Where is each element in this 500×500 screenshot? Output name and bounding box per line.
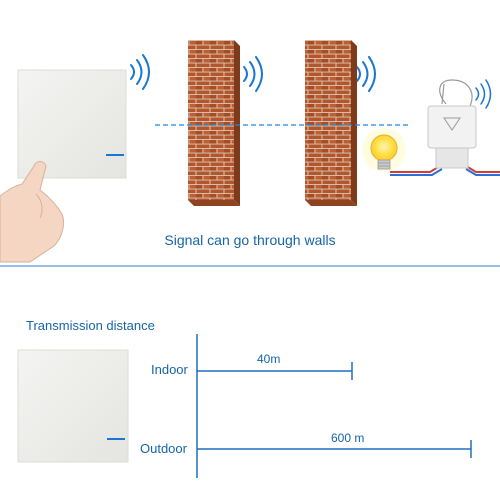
hand-pointer-icon — [0, 161, 65, 263]
outdoor-distance-bar — [197, 440, 472, 458]
wall-switch-icon — [17, 69, 127, 179]
walls-caption: Signal can go through walls — [164, 232, 336, 248]
receiver-module-icon — [427, 79, 477, 169]
indoor-distance-bar — [197, 362, 353, 380]
wireless-signal-icon — [130, 54, 150, 90]
outdoor-distance-value: 600 m — [331, 431, 365, 445]
wireless-signal-icon — [356, 56, 376, 92]
wire-lines — [390, 165, 500, 176]
wireless-signal-icon — [243, 56, 263, 92]
brick-wall-icon — [188, 40, 240, 206]
outdoor-label: Outdoor — [140, 441, 187, 456]
indoor-distance-value: 40m — [257, 352, 281, 366]
wall-switch-icon — [17, 349, 129, 463]
indoor-label: Indoor — [151, 362, 188, 377]
transmission-distance-title: Transmission distance — [26, 318, 155, 333]
brick-wall-icon — [305, 40, 357, 206]
light-bulb-icon — [362, 128, 406, 172]
wireless-signal-icon — [475, 79, 492, 109]
